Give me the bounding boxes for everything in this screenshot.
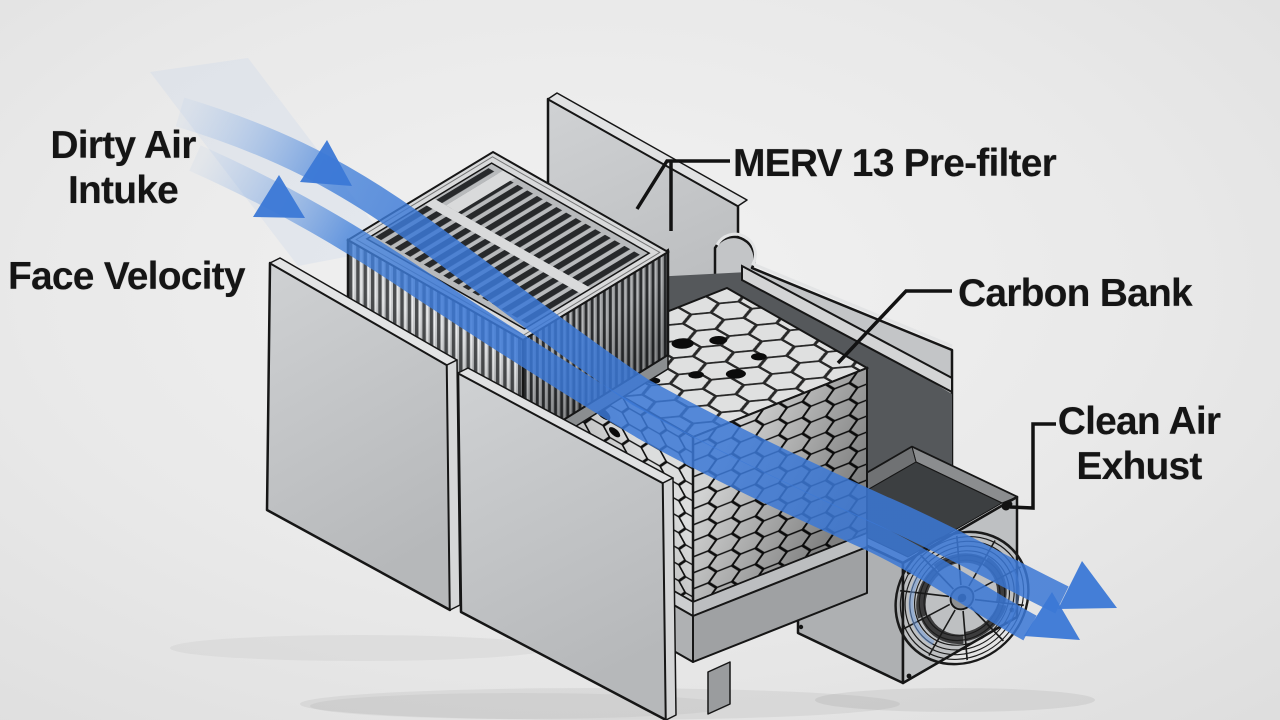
exhaust-arrow-icon-2 (1024, 592, 1080, 640)
airflow-arrowheads (253, 140, 1117, 640)
label-face-velocity: Face Velocity (8, 255, 246, 298)
leader-carbon-bank (836, 289, 952, 365)
front-panel-right (456, 367, 677, 720)
label-carbon-bank: Carbon Bank (958, 272, 1193, 315)
intake-arrow-icon-2 (253, 175, 305, 218)
leader-clean-air-dot (1001, 501, 1011, 511)
label-dirty-air-line1: Dirty Air (50, 124, 196, 167)
label-clean-air-line2: Exhust (1076, 445, 1202, 488)
label-clean-air-line1: Clean Air (1057, 400, 1221, 443)
callout-leaders (635, 159, 1056, 511)
leader-clean-air (1009, 422, 1056, 510)
intake-arrow-icon-1 (300, 140, 352, 186)
leader-prefilter (635, 159, 730, 210)
label-clean-air-exhaust: Clean Air Exhust (1036, 399, 1242, 489)
label-dirty-air-line2: Intuke (67, 169, 179, 212)
label-merv-prefilter: MERV 13 Pre-filter (733, 142, 1057, 185)
airflow-ribbon-lower (189, 145, 1037, 641)
label-dirty-air-intake: Dirty Air Intuke (16, 123, 230, 213)
carbon-granules (646, 336, 767, 384)
exhaust-arrow-icon-1 (1058, 561, 1117, 609)
front-panel-left (265, 257, 461, 612)
